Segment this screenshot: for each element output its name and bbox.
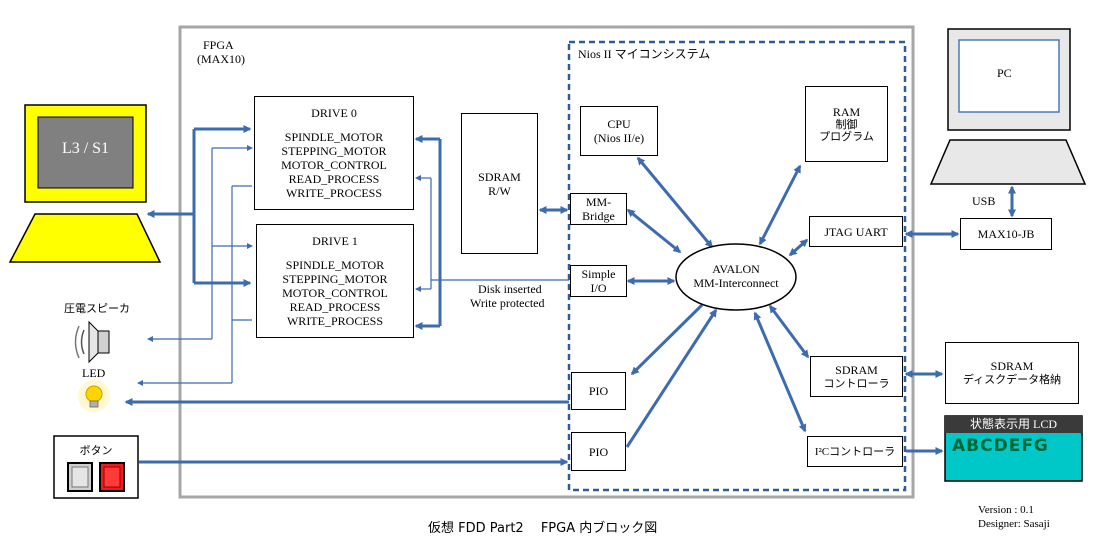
i2c-controller-block: I²Cコントローラ	[807, 436, 903, 467]
disk-signal-label: Disk inserted	[478, 282, 542, 296]
caption: 仮想 FDD Part2 FPGA 内ブロック図	[428, 521, 658, 536]
simple-io-sublabel: I/O	[590, 281, 607, 295]
cpu-block: CPU (Nios II/e)	[580, 106, 658, 156]
nios-frame	[567, 40, 907, 492]
thin-signal-lines	[137, 145, 569, 386]
ram-label: RAM	[832, 105, 861, 119]
pc-label: PC	[997, 66, 1012, 80]
i2c-controller-label: I²Cコントローラ	[814, 445, 896, 458]
fpga-title: FPGA	[203, 38, 234, 52]
ram-program-label: プログラム	[819, 131, 874, 143]
speaker-label: 圧電スピーカ	[64, 303, 130, 315]
avalon-subtitle: MM-Interconnect	[693, 276, 779, 290]
drive1-block: DRIVE 1 SPINDLE_MOTOR STEPPING_MOTOR MOT…	[256, 224, 414, 338]
pio2-block: PIO	[571, 432, 626, 471]
drive1-line: STEPPING_MOTOR	[282, 272, 388, 286]
cpu-sublabel: (Nios II/e)	[593, 131, 645, 145]
drive1-line: MOTOR_CONTROL	[282, 286, 388, 300]
sdram-controller-label: SDRAM	[835, 362, 878, 377]
button-panel	[53, 435, 139, 499]
button-panel-label: ボタン	[79, 445, 113, 457]
drive0-line: SPINDLE_MOTOR	[284, 130, 384, 144]
drive1-line: SPINDLE_MOTOR	[285, 258, 385, 272]
max10-jb-block: MAX10-JB	[960, 218, 1052, 250]
drive0-line: WRITE_PROCESS	[285, 186, 382, 200]
ram-block: RAM 制御 プログラム	[805, 86, 888, 162]
jtag-uart-label: JTAG UART	[824, 224, 888, 239]
mm-bridge-sublabel: Bridge	[582, 209, 615, 223]
nios-title: Nios II マイコンシステム	[578, 47, 711, 61]
drive1-line: WRITE_PROCESS	[286, 314, 383, 328]
mm-bridge-block: MM- Bridge	[570, 193, 627, 225]
sdram-rw-block: SDRAM R/W	[461, 113, 538, 254]
connections	[124, 125, 1016, 466]
drive0-title: DRIVE 0	[311, 106, 357, 120]
drive0-line: READ_PROCESS	[288, 172, 380, 186]
pio1-label: PIO	[588, 384, 609, 398]
lcd-header: 状態表示用 LCD	[969, 417, 1057, 431]
pio2-label: PIO	[588, 444, 609, 459]
lcd-panel	[944, 415, 1083, 482]
avalon-interconnect-shape	[675, 243, 797, 311]
fpga-subtitle: (MAX10)	[197, 52, 245, 66]
drive1-line: READ_PROCESS	[289, 300, 381, 314]
drive0-line: STEPPING_MOTOR	[281, 144, 387, 158]
sdram-disk-label: SDRAM	[990, 359, 1034, 373]
lcd-display-text: ABCDEFG	[952, 436, 1049, 456]
drive0-block: DRIVE 0 SPINDLE_MOTOR STEPPING_MOTOR MOT…	[254, 96, 414, 210]
speaker-icon	[74, 320, 110, 364]
cpu-label: CPU	[607, 117, 631, 131]
version-label: Version : 0.1	[978, 504, 1034, 516]
sdram-controller-block: SDRAM コントローラ	[810, 356, 903, 397]
designer-label: Designer: Sasaji	[978, 518, 1050, 530]
drive0-line: MOTOR_CONTROL	[281, 158, 387, 172]
sdram-disk-block: SDRAM ディスクデータ格納	[945, 342, 1079, 404]
pio1-block: PIO	[571, 372, 626, 410]
avalon-title: AVALON	[712, 262, 760, 276]
sdram-rw-label: SDRAM	[478, 169, 521, 184]
led-label: LED	[82, 366, 106, 380]
simple-io-label: Simple	[581, 267, 616, 281]
usb-label: USB	[972, 194, 996, 208]
l3s1-label: L3 / S1	[61, 140, 110, 157]
sdram-rw-sublabel: R/W	[488, 183, 511, 198]
sdram-disk-sublabel: ディスクデータ格納	[962, 374, 1062, 386]
led-bulb-icon	[78, 380, 110, 412]
simple-io-block: Simple I/O	[570, 265, 627, 297]
fpga-frame	[178, 25, 915, 499]
l3s1-monitor-icon	[8, 104, 162, 263]
drive1-title: DRIVE 1	[312, 234, 358, 248]
mm-bridge-label: MM-	[585, 195, 612, 209]
pc-monitor-icon	[929, 28, 1087, 185]
write-protect-signal-label: Write protected	[470, 296, 545, 310]
sdram-controller-sublabel: コントローラ	[823, 377, 890, 390]
max10-jb-label: MAX10-JB	[977, 227, 1035, 241]
jtag-uart-block: JTAG UART	[809, 216, 903, 247]
ram-sublabel: 制御	[835, 119, 858, 131]
